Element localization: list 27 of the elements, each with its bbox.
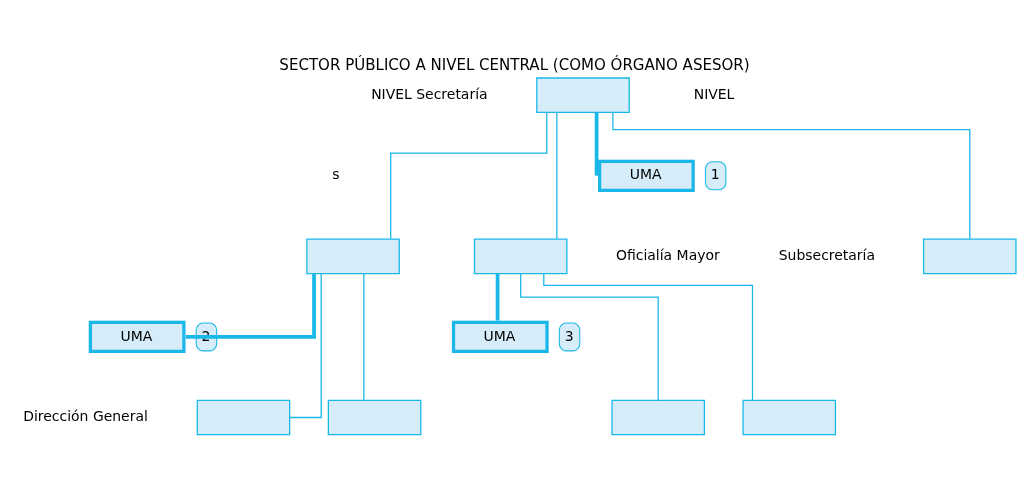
label: NIVEL	[693, 85, 735, 102]
connector	[495, 273, 500, 321]
node-label: 3	[564, 327, 574, 344]
connector	[556, 111, 558, 240]
connector	[543, 272, 754, 401]
node-box	[742, 399, 837, 436]
label: Dirección General	[23, 408, 148, 425]
label: NIVEL Secretaría	[371, 85, 488, 102]
connector	[612, 112, 971, 240]
label: s	[332, 166, 340, 183]
node-box	[922, 238, 1017, 275]
connector	[594, 112, 599, 176]
label: Subsecretaría	[778, 247, 876, 264]
connector	[520, 273, 659, 401]
node-box	[473, 238, 568, 275]
node-box	[306, 238, 400, 275]
node-box	[611, 399, 706, 436]
label: Oficialía Mayor	[616, 247, 720, 264]
node-box	[536, 77, 630, 114]
node-box	[196, 399, 291, 436]
node-box	[327, 399, 422, 436]
connector	[390, 111, 548, 240]
connector	[363, 272, 365, 401]
connector	[185, 273, 316, 339]
diagram-title: SECTOR PÚBLICO A NIVEL CENTRAL (COMO ÓRGANO ASESOR)	[279, 55, 750, 74]
node-label: 1	[710, 166, 720, 183]
connector	[289, 272, 322, 419]
